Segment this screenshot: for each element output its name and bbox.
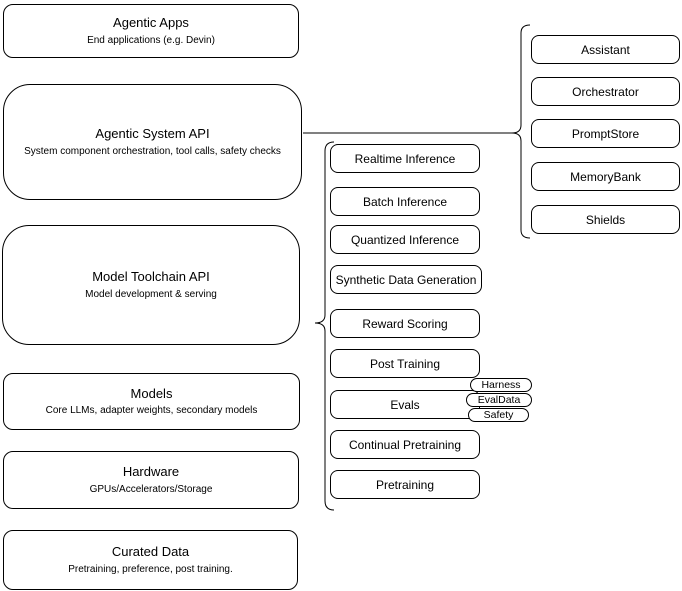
- brace-system-group: [511, 24, 531, 239]
- node-hardware: Hardware GPUs/Accelerators/Storage: [3, 451, 299, 509]
- node-memorybank: MemoryBank: [531, 162, 680, 191]
- node-models: Models Core LLMs, adapter weights, secon…: [3, 373, 300, 430]
- node-title: Agentic System API: [95, 126, 210, 142]
- node-continual-pretraining: Continual Pretraining: [330, 430, 480, 459]
- tag-safety: Safety: [468, 408, 529, 422]
- node-curated-data: Curated Data Pretraining, preference, po…: [3, 530, 298, 590]
- tag-evaldata: EvalData: [466, 393, 532, 407]
- node-subtitle: Pretraining, preference, post training.: [68, 563, 233, 575]
- node-title: Hardware: [122, 464, 180, 480]
- node-synthetic-data-generation: Synthetic Data Generation: [330, 265, 482, 294]
- node-post-training: Post Training: [330, 349, 480, 378]
- node-batch-inference: Batch Inference: [330, 187, 480, 216]
- node-model-toolchain-api: Model Toolchain API Model development & …: [2, 225, 300, 345]
- node-title: Model Toolchain API: [92, 269, 210, 285]
- node-agentic-apps: Agentic Apps End applications (e.g. Devi…: [3, 4, 299, 58]
- node-reward-scoring: Reward Scoring: [330, 309, 480, 338]
- node-assistant: Assistant: [531, 35, 680, 64]
- node-subtitle: Model development & serving: [85, 288, 217, 300]
- node-subtitle: System component orchestration, tool cal…: [24, 145, 281, 157]
- node-title: Curated Data: [111, 544, 190, 560]
- node-quantized-inference: Quantized Inference: [330, 225, 480, 254]
- node-title: Models: [130, 385, 173, 401]
- node-evals: Evals: [330, 390, 480, 419]
- node-orchestrator: Orchestrator: [531, 77, 680, 106]
- node-agentic-system-api: Agentic System API System component orch…: [3, 84, 302, 200]
- node-pretraining: Pretraining: [330, 470, 480, 499]
- node-promptstore: PromptStore: [531, 119, 680, 148]
- node-subtitle: GPUs/Accelerators/Storage: [89, 483, 213, 495]
- node-realtime-inference: Realtime Inference: [330, 144, 480, 173]
- node-subtitle: Core LLMs, adapter weights, secondary mo…: [45, 405, 258, 417]
- tag-harness: Harness: [470, 378, 532, 392]
- node-subtitle: End applications (e.g. Devin): [87, 34, 215, 46]
- node-shields: Shields: [531, 205, 680, 234]
- node-title: Agentic Apps: [113, 15, 189, 31]
